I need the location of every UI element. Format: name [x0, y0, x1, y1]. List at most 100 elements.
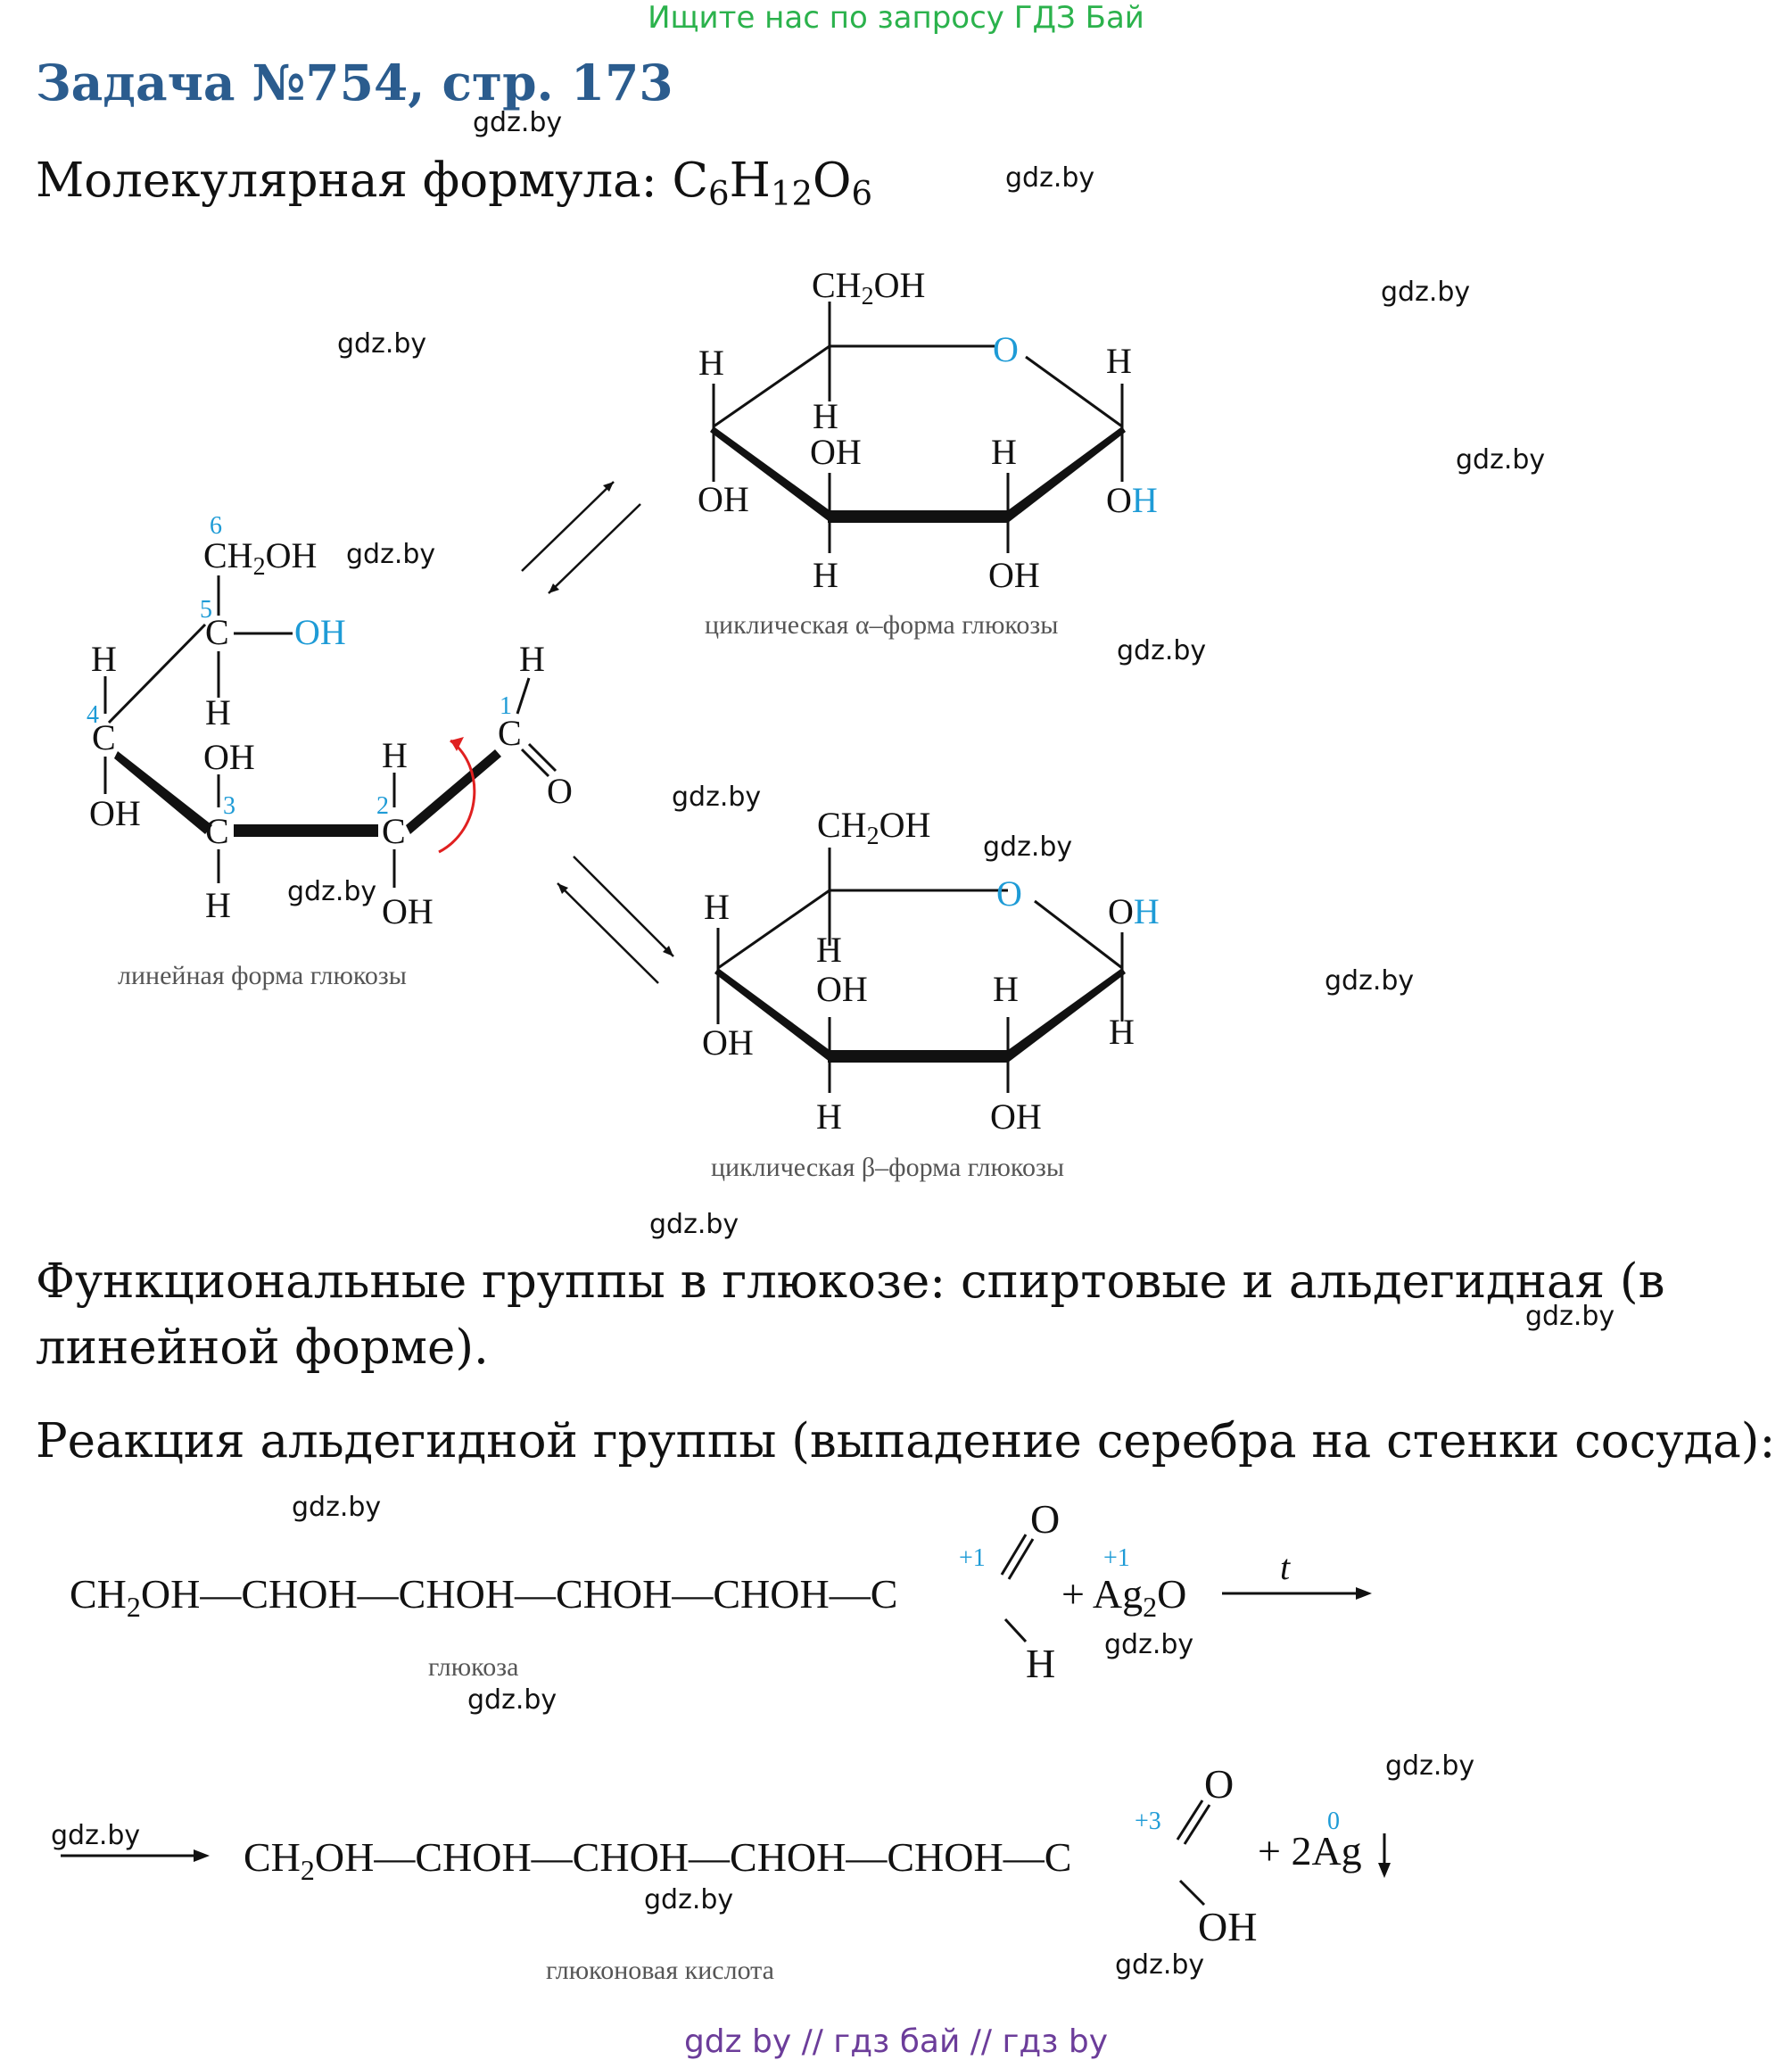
alpha-c4-oh: OH: [698, 479, 749, 519]
watermark: gdz.by: [287, 876, 377, 907]
beta-c2-oh: OH: [990, 1096, 1042, 1137]
linear-c2: C: [382, 811, 406, 851]
watermark: gdz.by: [292, 1492, 382, 1523]
beta-c2-h: H: [993, 969, 1019, 1009]
beta-c1-oh: OH: [1108, 891, 1160, 931]
alpha-c2-oh: OH: [988, 555, 1040, 595]
linear-c5-oh: OH: [294, 612, 346, 652]
linear-glucose-structure: 6 CH2OH 5 C OH H H 4 C OH OH 3 C H H 2 C…: [87, 512, 573, 990]
formula-o-index: 6: [851, 174, 873, 213]
carbon-number-3: 3: [223, 792, 235, 820]
alpha-c2-h: H: [991, 432, 1017, 472]
functional-groups-text: Функциональные группы в глюкозе: спиртов…: [36, 1254, 1665, 1375]
equilibrium-arrows-bottom: [557, 856, 674, 984]
linear-c4-h: H: [91, 639, 117, 679]
formula-label: Молекулярная формула:: [36, 153, 673, 208]
formula-c: C: [672, 153, 709, 208]
reaction2-hydroxyl: OH: [1198, 1904, 1257, 1949]
watermark: gdz.by: [1456, 444, 1546, 476]
reaction1-caption: глюкоза: [428, 1652, 518, 1682]
alpha-c3-bottom-h: H: [813, 555, 838, 595]
watermark: gdz.by: [1525, 1301, 1615, 1332]
search-banner: Ищите нас по запросу ГДЗ Бай: [648, 0, 1144, 36]
watermark: gdz.by: [467, 1684, 557, 1716]
watermark: gdz.by: [983, 831, 1073, 863]
beta-c3-oh: OH: [816, 969, 868, 1009]
watermark: gdz.by: [337, 328, 427, 360]
reaction-2: CH2OH—CHOH—CHOH—CHOH—CHOH—C +3 O OH 0 + …: [61, 1761, 1391, 1985]
watermark: gdz.by: [51, 1820, 141, 1851]
beta-c4-oh: OH: [702, 1022, 754, 1063]
alpha-ch2oh: CH2OH: [812, 265, 925, 310]
beta-glucose-structure: CH2OH O H OH H OH H H OH OH H циклическа…: [702, 805, 1160, 1182]
watermark: gdz.by: [672, 782, 762, 813]
beta-c1-h: H: [1109, 1012, 1135, 1052]
watermark: gdz.by: [1005, 162, 1095, 194]
footer-links: gdz by // гдз бай // гдз by: [683, 2023, 1109, 2060]
alpha-c3-oh: OH: [810, 432, 862, 472]
watermark: gdz.by: [1117, 635, 1207, 666]
linear-c3: C: [205, 811, 229, 851]
watermark: gdz.by: [473, 107, 563, 138]
carbon-number-2: 2: [376, 792, 389, 820]
watermark: gdz.by: [1104, 1629, 1194, 1660]
alpha-ring-oxygen: O: [993, 329, 1019, 369]
equilibrium-arrows-top: [521, 481, 641, 594]
linear-c5: C: [205, 612, 229, 652]
linear-caption: линейная форма глюкозы: [118, 961, 407, 990]
task-title: Задача №754, стр. 173: [36, 54, 673, 112]
watermark: gdz.by: [1325, 965, 1415, 997]
reaction2-caption: глюконовая кислота: [546, 1956, 774, 1985]
formula-h: H: [729, 153, 771, 208]
reaction1-chain: CH2OH—CHOH—CHOH—CHOH—CHOH—C: [70, 1571, 897, 1623]
reaction2-arrow-icon: [194, 1849, 210, 1862]
reaction1-condition: t: [1280, 1547, 1291, 1587]
alpha-c4-h: H: [698, 343, 724, 383]
carbon-number-5: 5: [200, 596, 212, 624]
linear-c3-h: H: [205, 885, 231, 925]
carbon-number-1: 1: [500, 692, 512, 720]
carbon-number-6: 6: [210, 512, 222, 540]
beta-c4-h: H: [704, 887, 730, 927]
beta-ch2oh: CH2OH: [817, 805, 930, 850]
alpha-glucose-structure: CH2OH O H OH H OH H H OH H OH циклическа…: [698, 265, 1158, 640]
linear-c2-oh: OH: [382, 891, 434, 931]
rotation-arrow-icon: [450, 737, 464, 751]
reaction1-silver-oxidation: +1: [1103, 1544, 1130, 1572]
linear-c6-ch2oh: CH2OH: [203, 535, 317, 581]
beta-c3-bottom-h: H: [816, 1096, 842, 1137]
watermark: gdz.by: [1381, 277, 1471, 308]
linear-c4-oh: OH: [89, 793, 141, 833]
alpha-c1-oh: OH: [1106, 480, 1158, 520]
molecular-formula: Молекулярная формула: C6H12O6: [36, 153, 872, 212]
watermark: gdz.by: [649, 1209, 739, 1240]
beta-ring-oxygen: O: [996, 873, 1022, 914]
reaction2-chain: CH2OH—CHOH—CHOH—CHOH—CHOH—C: [244, 1834, 1071, 1886]
reaction1-reagent: + Ag2O: [1061, 1571, 1186, 1623]
reaction1-carbon-oxidation: +1: [959, 1544, 986, 1572]
reaction-title: Реакция альдегидной группы (выпадение се…: [36, 1414, 1776, 1468]
reaction2-carbon-oxidation: +3: [1135, 1808, 1161, 1835]
beta-c3-h: H: [816, 930, 842, 970]
reaction1-oxygen: O: [1030, 1496, 1060, 1542]
watermark: gdz.by: [1115, 1949, 1205, 1981]
linear-c1-h: H: [519, 639, 545, 679]
alpha-c1-h: H: [1106, 341, 1132, 381]
reaction1-arrow-icon: [1356, 1587, 1372, 1600]
formula-o: O: [813, 153, 852, 208]
reaction-1: CH2OH—CHOH—CHOH—CHOH—CHOH—C +1 O H +1 + …: [70, 1496, 1372, 1686]
linear-c5-h: H: [205, 692, 231, 732]
reaction2-oxygen: O: [1204, 1761, 1234, 1807]
linear-c4: C: [92, 717, 116, 757]
linear-c3-oh: OH: [203, 737, 255, 777]
reaction1-hydrogen: H: [1026, 1641, 1055, 1686]
reaction2-silver-oxidation: 0: [1327, 1808, 1340, 1835]
carbon-number-4: 4: [87, 701, 99, 729]
alpha-caption: циклическая α–форма глюкозы: [705, 610, 1058, 640]
watermark: gdz.by: [346, 539, 436, 570]
formula-c-index: 6: [708, 174, 730, 213]
linear-c1: C: [498, 713, 522, 753]
watermark: gdz.by: [1385, 1750, 1475, 1782]
beta-caption: циклическая β–форма глюкозы: [711, 1153, 1064, 1182]
